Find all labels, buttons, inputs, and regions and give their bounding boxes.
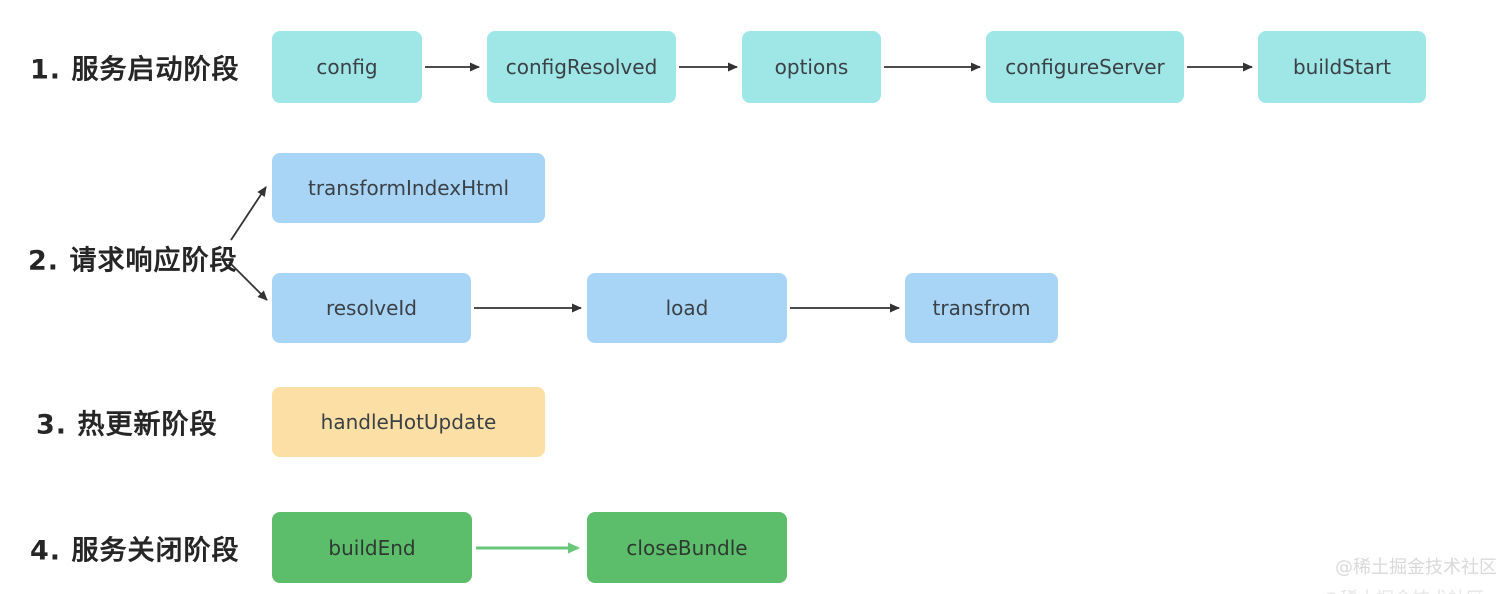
arrow-branch-to-transformindexhtml [230, 186, 267, 241]
node-transformindexhtml: transformIndexHtml [272, 153, 545, 223]
phase-label-startup: 1. 服务启动阶段 [30, 54, 240, 86]
node-configureserver: configureServer [986, 31, 1184, 103]
node-buildend: buildEnd [272, 512, 472, 583]
node-resolveid: resolveId [272, 273, 471, 343]
phase-label-close: 4. 服务关闭阶段 [30, 535, 240, 567]
watermark: @稀土掘金技术社区 [1335, 557, 1497, 578]
watermark-clipped: @稀土掘金技术社区 [1322, 585, 1484, 594]
phase-label-request: 2. 请求响应阶段 [28, 245, 238, 277]
node-options: options [742, 31, 881, 103]
node-closebundle: closeBundle [587, 512, 787, 583]
node-transfrom: transfrom [905, 273, 1058, 343]
node-handlehotupdate: handleHotUpdate [272, 387, 545, 457]
node-configresolved: configResolved [487, 31, 676, 103]
phase-label-hot-update: 3. 热更新阶段 [36, 409, 218, 441]
node-load: load [587, 273, 787, 343]
node-buildstart: buildStart [1258, 31, 1426, 103]
node-config: config [272, 31, 422, 103]
